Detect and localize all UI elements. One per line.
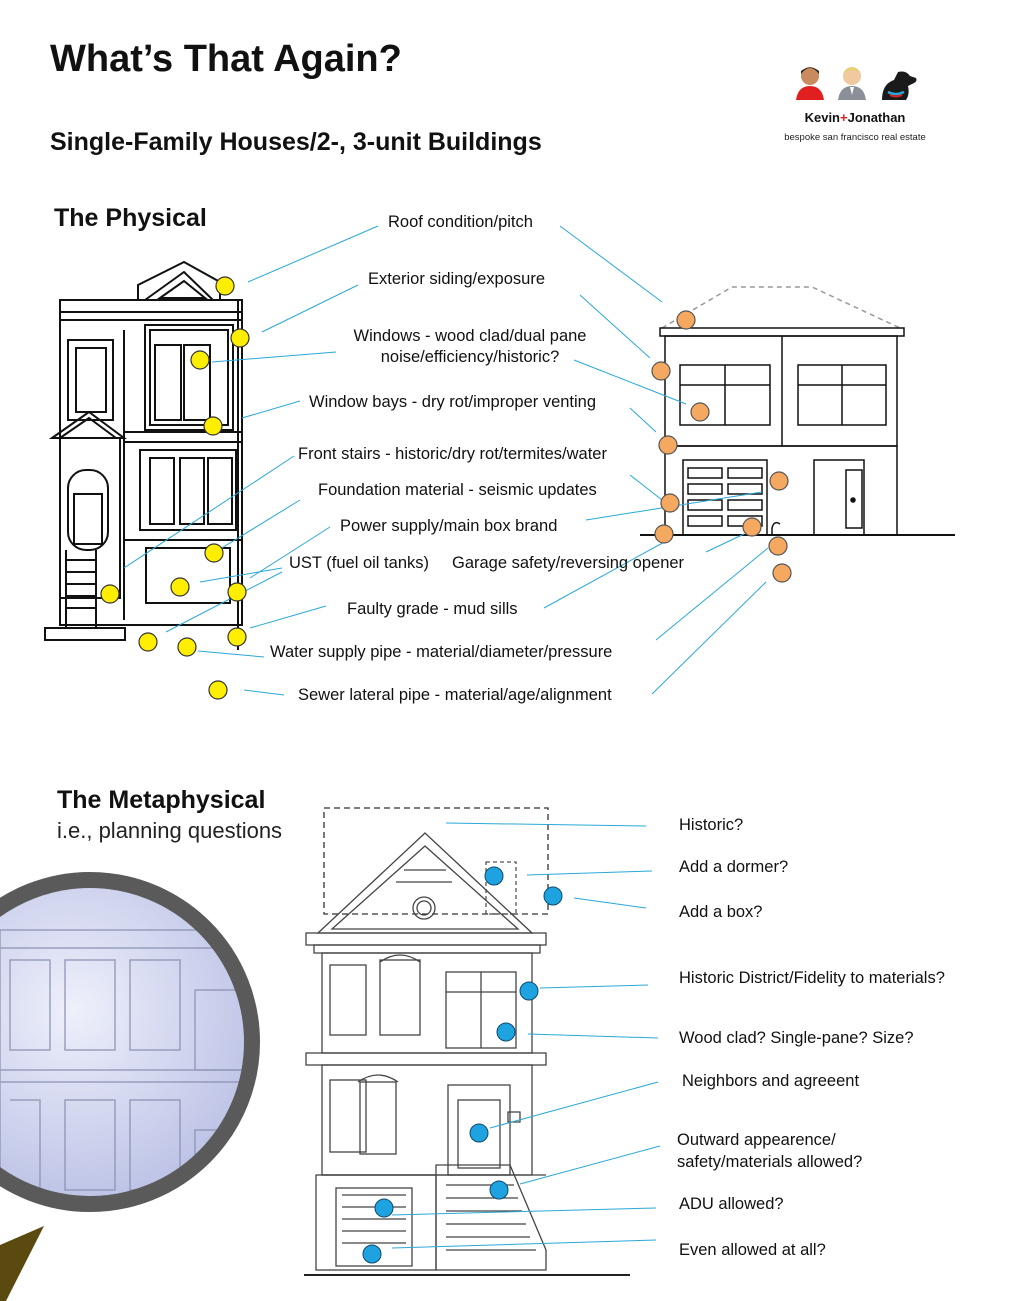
dot-water-victorian bbox=[177, 637, 197, 657]
label-district: Historic District/Fidelity to materials? bbox=[679, 969, 945, 987]
page-title: What’s That Again? bbox=[50, 38, 402, 80]
dot-garage-modern bbox=[742, 517, 762, 537]
dot-box bbox=[543, 886, 563, 906]
physical-yellow-dots bbox=[100, 276, 250, 700]
label-stairs: Front stairs - historic/dry rot/termites… bbox=[298, 445, 607, 463]
metaphysical-heading: The Metaphysical bbox=[57, 786, 266, 814]
label-foundation: Foundation material - seismic updates bbox=[318, 481, 597, 499]
label-historic: Historic? bbox=[679, 816, 744, 834]
victorian-house-sketch bbox=[44, 260, 243, 650]
dot-windows-modern bbox=[690, 402, 710, 422]
magnifying-glass-icon bbox=[0, 872, 260, 1301]
label-sewer: Sewer lateral pipe - material/age/alignm… bbox=[298, 686, 612, 704]
label-grade: Faulty grade - mud sills bbox=[347, 600, 518, 618]
dot-sewer-victorian bbox=[208, 680, 228, 700]
label-wood: Wood clad? Single-pane? Size? bbox=[679, 1029, 914, 1047]
metaphysical-blue-dots bbox=[362, 866, 563, 1264]
metaphysical-leader-lines bbox=[391, 822, 661, 1249]
dot-wood bbox=[496, 1022, 516, 1042]
brand-avatars-icon bbox=[796, 67, 917, 100]
metaphysical-subheading: i.e., planning questions bbox=[57, 818, 283, 843]
dot-power-victorian bbox=[204, 543, 224, 563]
brand-logo: Kevin+Jonathan bespoke san francisco rea… bbox=[770, 62, 940, 152]
dot-grade-victorian bbox=[138, 632, 158, 652]
dot-adu bbox=[374, 1198, 394, 1218]
dot-bays-victorian bbox=[203, 416, 223, 436]
label-power: Power supply/main box brand bbox=[340, 517, 558, 535]
dot-dormer bbox=[484, 866, 504, 886]
avatar-jonathan-head bbox=[843, 67, 861, 85]
avatar-kevin-head bbox=[801, 67, 819, 85]
label-box: Add a box? bbox=[679, 903, 763, 921]
label-windows: Windows - wood clad/dual pane noise/effi… bbox=[353, 327, 587, 366]
label-neighbors: Neighbors and agreeent bbox=[682, 1072, 860, 1090]
label-outward: Outward appearence/ safety/materials all… bbox=[677, 1131, 863, 1171]
label-adu: ADU allowed? bbox=[679, 1195, 784, 1213]
physical-heading: The Physical bbox=[54, 204, 207, 232]
dot-outward bbox=[489, 1180, 509, 1200]
dot-roof-modern bbox=[676, 310, 696, 330]
label-bays: Window bays - dry rot/improper venting bbox=[309, 393, 597, 411]
physical-orange-dots bbox=[651, 310, 792, 583]
dot-ust-victorian bbox=[170, 577, 190, 597]
dot-neighbors bbox=[469, 1123, 489, 1143]
label-siding: Exterior siding/exposure bbox=[368, 270, 546, 288]
brand-name: Kevin+Jonathan bbox=[804, 110, 906, 125]
dot-sewer-modern bbox=[772, 563, 792, 583]
dot-roof-victorian bbox=[215, 276, 235, 296]
dot-water-modern bbox=[768, 536, 788, 556]
victorian-house-drawing bbox=[304, 807, 630, 1276]
brand-tagline: bespoke san francisco real estate bbox=[784, 132, 926, 143]
dot-grade-modern bbox=[654, 524, 674, 544]
dot-foundation-victorian bbox=[227, 582, 247, 602]
label-garage: Garage safety/reversing opener bbox=[452, 554, 685, 572]
label-even: Even allowed at all? bbox=[679, 1241, 826, 1259]
dot-bays-modern bbox=[658, 435, 678, 455]
dot-even bbox=[362, 1244, 382, 1264]
label-water: Water supply pipe - material/diameter/pr… bbox=[270, 643, 613, 661]
dot-siding-modern bbox=[651, 361, 671, 381]
modern-house-sketch bbox=[640, 286, 955, 536]
label-ust: UST (fuel oil tanks) bbox=[289, 554, 429, 572]
label-roof: Roof condition/pitch bbox=[388, 213, 533, 231]
dot-foundation-modern bbox=[660, 493, 680, 513]
dot-siding-victorian bbox=[230, 328, 250, 348]
dot-district bbox=[519, 981, 539, 1001]
page-subtitle: Single-Family Houses/2-, 3-unit Building… bbox=[50, 128, 542, 156]
dot-power-modern bbox=[769, 471, 789, 491]
dot-grade2-victorian bbox=[227, 627, 247, 647]
dot-windows-victorian bbox=[190, 350, 210, 370]
dot-stairs-victorian bbox=[100, 584, 120, 604]
label-dormer: Add a dormer? bbox=[679, 858, 789, 876]
avatar-kevin-body bbox=[796, 86, 824, 100]
